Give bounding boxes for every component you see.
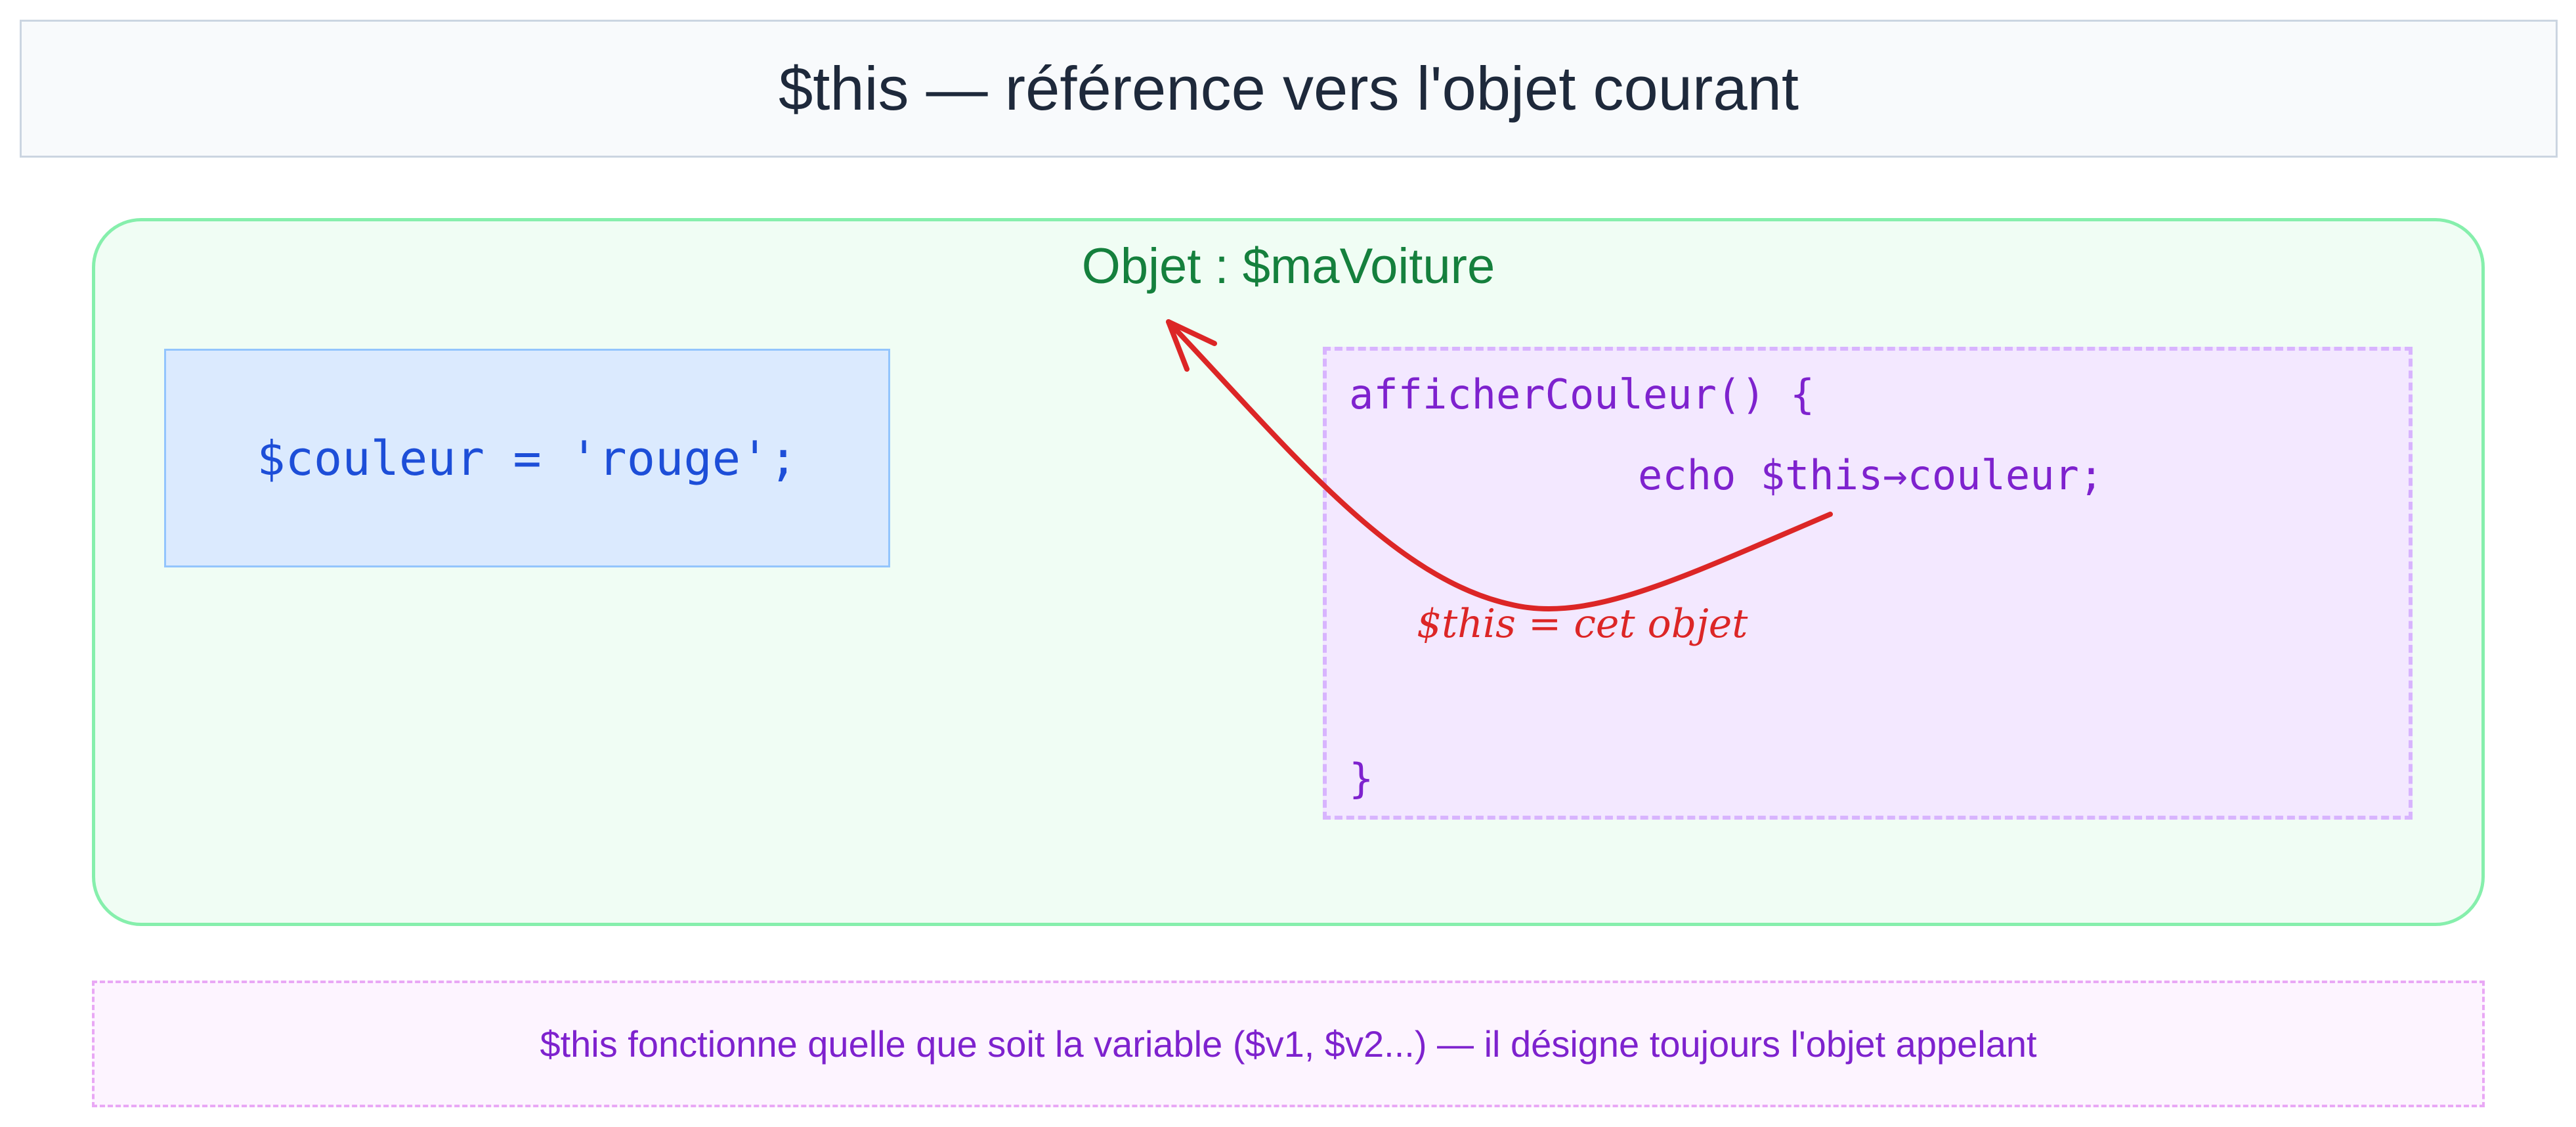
arrow-head bbox=[1166, 319, 1217, 372]
arrow-curve bbox=[1166, 319, 1833, 611]
property-code: $couleur = 'rouge'; bbox=[257, 430, 798, 486]
note-box: $this fonctionne quelle que soit la vari… bbox=[92, 981, 2485, 1107]
note-text: $this fonctionne quelle que soit la vari… bbox=[540, 1023, 2037, 1065]
property-box: $couleur = 'rouge'; bbox=[164, 349, 890, 567]
object-label: Objet : $maVoiture bbox=[1081, 238, 1495, 294]
diagram-title: $this — référence vers l'objet courant bbox=[20, 20, 2558, 158]
method-box bbox=[1323, 347, 2413, 820]
diagram-title-text: $this — référence vers l'objet courant bbox=[778, 54, 1799, 123]
method-closing-brace: } bbox=[1349, 755, 1374, 803]
this-annotation: $this = cet objet bbox=[1417, 601, 1748, 647]
method-echo-statement: echo $this→couleur; bbox=[1638, 451, 2104, 499]
method-signature: afficherCouleur() { bbox=[1349, 370, 1815, 418]
